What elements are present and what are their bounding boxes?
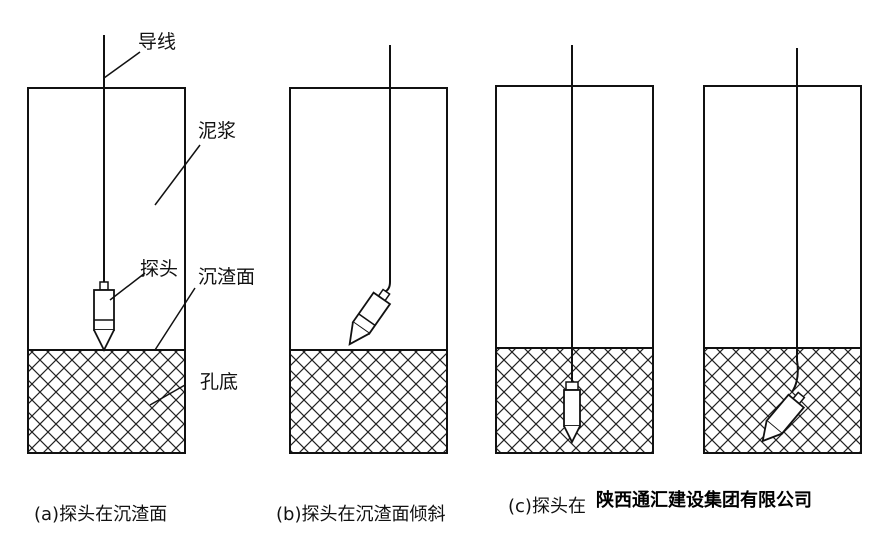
panel-b	[289, 45, 448, 454]
label-wire: 导线	[138, 31, 176, 53]
label-probe: 探头	[140, 258, 178, 280]
label-hole-bottom: 孔底	[200, 371, 238, 393]
panel-a-probe	[93, 281, 115, 353]
label-slurry: 泥浆	[198, 120, 236, 142]
panel-c1	[495, 45, 654, 454]
panel-c2-probe	[761, 391, 806, 443]
panel-a-sediment	[27, 349, 186, 454]
panel-b-sediment	[289, 349, 448, 454]
panel-c2	[703, 48, 862, 454]
panel-c1-probe	[563, 381, 581, 445]
panel-c2-wire	[791, 48, 799, 393]
caption-b: (b)探头在沉渣面倾斜	[276, 504, 445, 525]
panel-a: 导线 泥浆 探头 沉渣面 孔底	[27, 31, 255, 454]
panel-b-wire	[383, 45, 391, 293]
panel-b-probe	[348, 288, 392, 346]
watermark-text: 陕西通汇建设集团有限公司	[596, 489, 812, 511]
caption-c: (c)探头在	[508, 496, 586, 517]
label-sediment-surface: 沉渣面	[198, 266, 255, 288]
caption-a: (a)探头在沉渣面	[34, 504, 167, 525]
